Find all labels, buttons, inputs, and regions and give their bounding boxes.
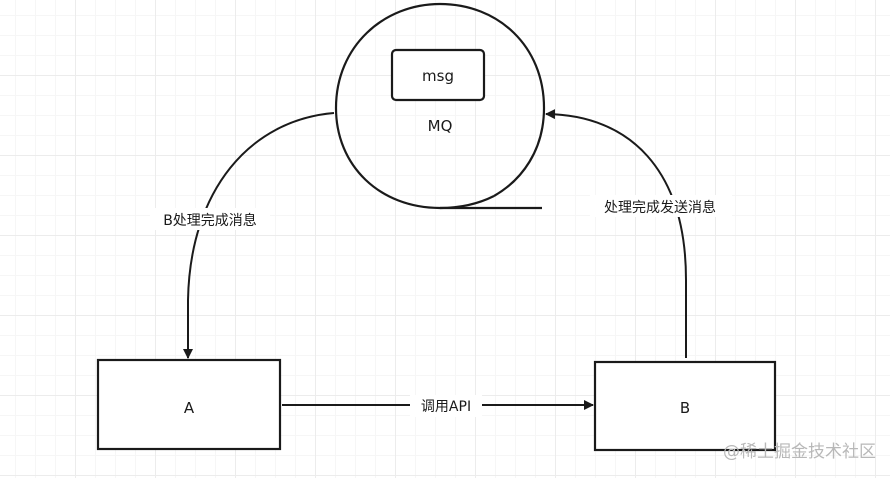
mq-node[interactable]: MQ (334, 2, 546, 210)
edge-b-to-mq-label-bg (590, 195, 732, 217)
edge-b-to-mq-label: 处理完成发送消息 (604, 199, 716, 216)
edge-b-to-mq[interactable]: 处理完成发送消息 (545, 109, 732, 358)
edge-mq-to-a[interactable]: B处理完成消息 (150, 112, 335, 359)
a-box (96, 358, 282, 451)
a-node[interactable]: A (96, 358, 282, 451)
edge-a-to-b-label-bg (410, 395, 482, 417)
a-label: A (184, 399, 195, 417)
edge-mq-to-a-label-bg (150, 208, 270, 230)
edge-b-to-mq-line (545, 109, 687, 358)
edge-a-to-b[interactable]: 调用API (282, 395, 594, 417)
msg-node[interactable]: msg (390, 48, 486, 102)
b-label: B (680, 399, 690, 417)
b-box (593, 360, 777, 452)
watermark-text: @稀土掘金技术社区 (723, 442, 876, 462)
b-node[interactable]: B (593, 360, 777, 452)
mq-circle (334, 2, 546, 210)
edge-mq-to-a-label: B处理完成消息 (163, 212, 257, 229)
msg-label: msg (422, 67, 454, 85)
edge-a-to-b-label: 调用API (421, 399, 471, 415)
msg-box (390, 48, 486, 102)
edge-mq-to-a-line (183, 112, 335, 359)
mq-label: MQ (428, 117, 453, 135)
